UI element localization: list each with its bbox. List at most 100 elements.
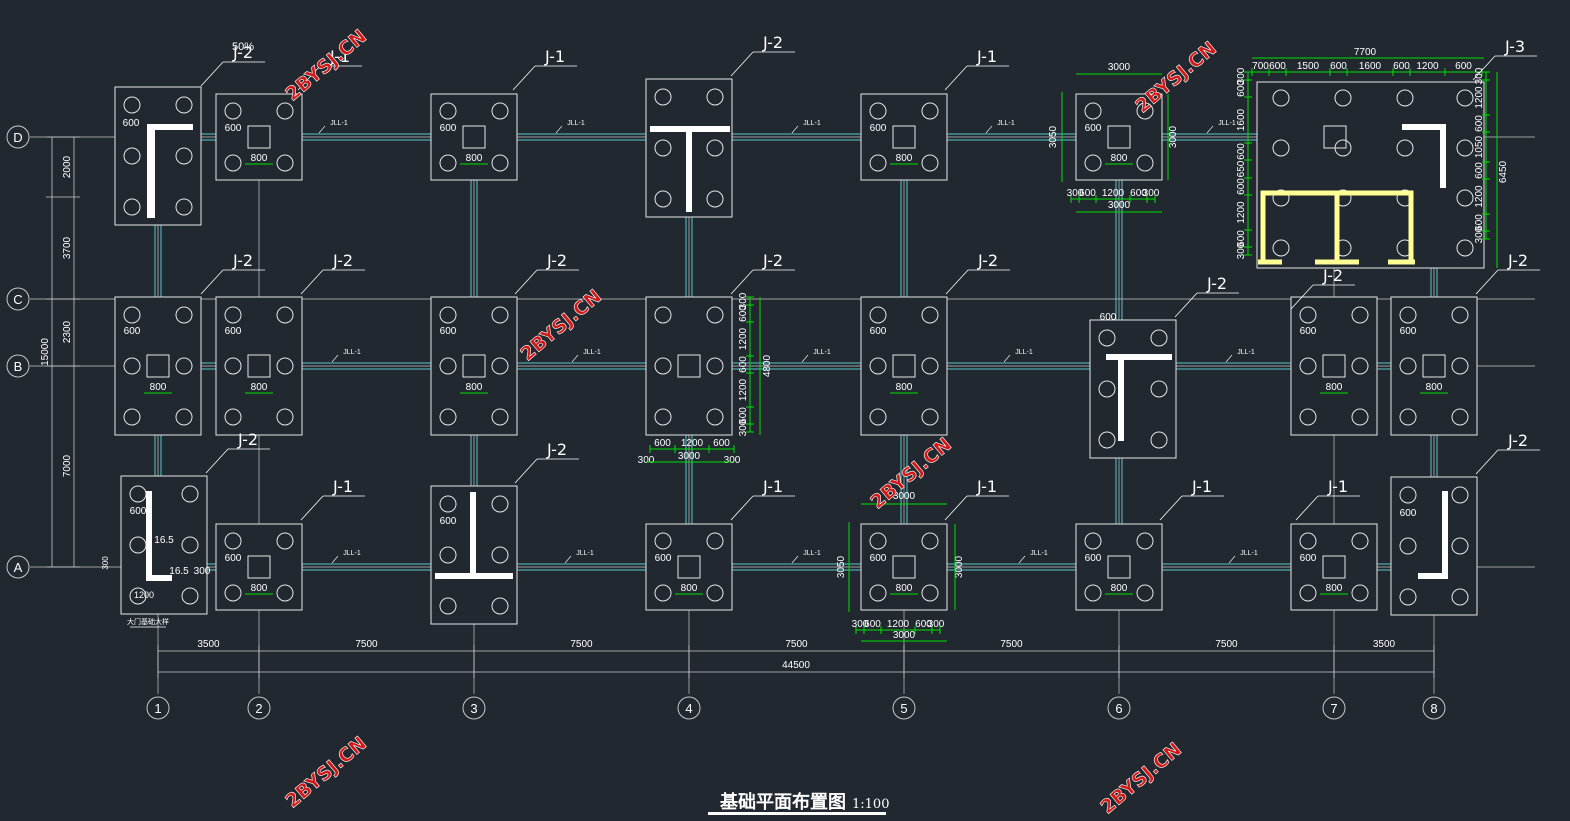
pile-118	[1084, 584, 1102, 602]
footing-j2	[645, 296, 733, 436]
j3-top-label-7: 600	[1455, 61, 1472, 72]
pile-15	[706, 88, 724, 106]
footing-j2	[215, 296, 303, 436]
j3-left-label-2: 1600	[1236, 108, 1247, 131]
beam-label-leader-1	[555, 125, 563, 134]
j2-bottom-outer-1: 3000	[678, 451, 701, 462]
pile-67	[921, 408, 939, 426]
pile-47	[175, 357, 193, 375]
footing-type-label-3: J-2	[762, 33, 783, 52]
pile-73	[1351, 408, 1369, 426]
footing-type-label-20: J-1	[1327, 477, 1348, 496]
beam-label-1: JLL-1	[567, 120, 585, 127]
pile-96	[129, 587, 147, 605]
beam-label-leader-0	[318, 125, 326, 134]
pile-71	[1351, 357, 1369, 375]
footing-offset-dim: 600	[225, 553, 242, 564]
beam-label-leader-14	[1228, 555, 1236, 564]
column-outline	[146, 354, 170, 378]
pile-56	[439, 306, 457, 324]
beam-label-leader-3	[985, 125, 993, 134]
pile-97	[181, 587, 199, 605]
pile-82	[654, 357, 672, 375]
pile-117	[1136, 532, 1154, 550]
pile-87	[1150, 329, 1168, 347]
beam-label-leader-6	[571, 354, 579, 363]
pile-50	[224, 306, 242, 324]
pile-0	[123, 96, 141, 114]
row-spacing-label-0: 2000	[62, 155, 73, 178]
beam-label-leader-8	[1003, 354, 1011, 363]
axis-label-C: C	[13, 292, 22, 307]
j2-side-label-2: 1200	[738, 327, 749, 350]
footing-column-dim: 800	[1111, 153, 1128, 164]
footing-type-label-13: J-2	[1507, 251, 1528, 270]
pile-91	[1150, 431, 1168, 449]
footing-type-label-9: J-2	[762, 251, 783, 270]
beam-label-leader-13	[1018, 555, 1026, 564]
wall-column-4D	[650, 126, 730, 212]
j2-side-label-4: 1200	[738, 378, 749, 401]
footing-label-leader-15	[514, 458, 538, 484]
footing-type-label-18: J-1	[976, 477, 997, 496]
pile-66	[869, 408, 887, 426]
footing-type-label-12: J-2	[1322, 266, 1343, 285]
pile-111	[706, 584, 724, 602]
footing-offset-dim: 600	[225, 123, 242, 134]
beam-label-13: JLL-1	[1030, 550, 1048, 557]
footing-type-label-10: J-2	[977, 251, 998, 270]
footing-j2	[1390, 476, 1478, 616]
j3-top-label-5: 600	[1393, 61, 1410, 72]
pile-81	[706, 306, 724, 324]
pile-108	[654, 532, 672, 550]
pile-4	[123, 198, 141, 216]
pile-121	[1351, 532, 1369, 550]
pile-11	[491, 102, 509, 120]
pile-22	[869, 154, 887, 172]
axis-label-3: 3	[470, 701, 477, 716]
j2-side-total: 4800	[762, 354, 773, 377]
j3-top-label-1: 600	[1269, 61, 1286, 72]
footing-j1	[215, 93, 303, 181]
footing-type-label-21: J-2	[1507, 431, 1528, 450]
column-outline	[247, 125, 271, 149]
footing-type-label-15: J-2	[546, 440, 567, 459]
pile-32	[1272, 139, 1290, 157]
j1a-right-height: 3000	[954, 555, 965, 578]
footing-label-leader-16	[300, 495, 324, 521]
pile-72	[1299, 408, 1317, 426]
footing-label-leader-17	[730, 495, 754, 521]
axis-bubble-1	[146, 696, 170, 720]
pile-51	[276, 306, 294, 324]
beam-label-3: JLL-1	[997, 120, 1015, 127]
footing-offset-dim: 600	[225, 326, 242, 337]
footing-j1	[215, 523, 303, 611]
pile-76	[1399, 357, 1417, 375]
watermark-5: 2BYSJ.CN	[1096, 738, 1185, 818]
j1-bottom-label-2: 1200	[1102, 188, 1125, 199]
footing-offset-dim: 600	[123, 118, 140, 129]
watermark-1: 2BYSJ.CN	[1131, 37, 1220, 117]
beam-label-leader-7	[801, 354, 809, 363]
j1-bottom-total: 3000	[1108, 200, 1131, 211]
footing-offset-dim: 600	[440, 123, 457, 134]
pile-34	[1396, 139, 1414, 157]
pile-119	[1136, 584, 1154, 602]
footing-label-leader-1	[297, 65, 321, 91]
footing-type-label-17: J-1	[762, 477, 783, 496]
beam-label-12: JLL-1	[803, 550, 821, 557]
label-a1-a: 16.5	[154, 535, 174, 546]
j1-bottom-label-0: 300	[1067, 188, 1084, 199]
beam-label-leader-5	[331, 354, 339, 363]
j1-top-width: 3000	[1108, 62, 1131, 73]
footing-label-leader-14	[205, 448, 229, 474]
axis-label-A: A	[14, 560, 23, 575]
pile-59	[491, 357, 509, 375]
pile-18	[654, 190, 672, 208]
pile-1	[175, 96, 193, 114]
pile-75	[1451, 306, 1469, 324]
j3-left-label-3: 600	[1236, 143, 1247, 160]
axis-label-1: 1	[154, 701, 161, 716]
